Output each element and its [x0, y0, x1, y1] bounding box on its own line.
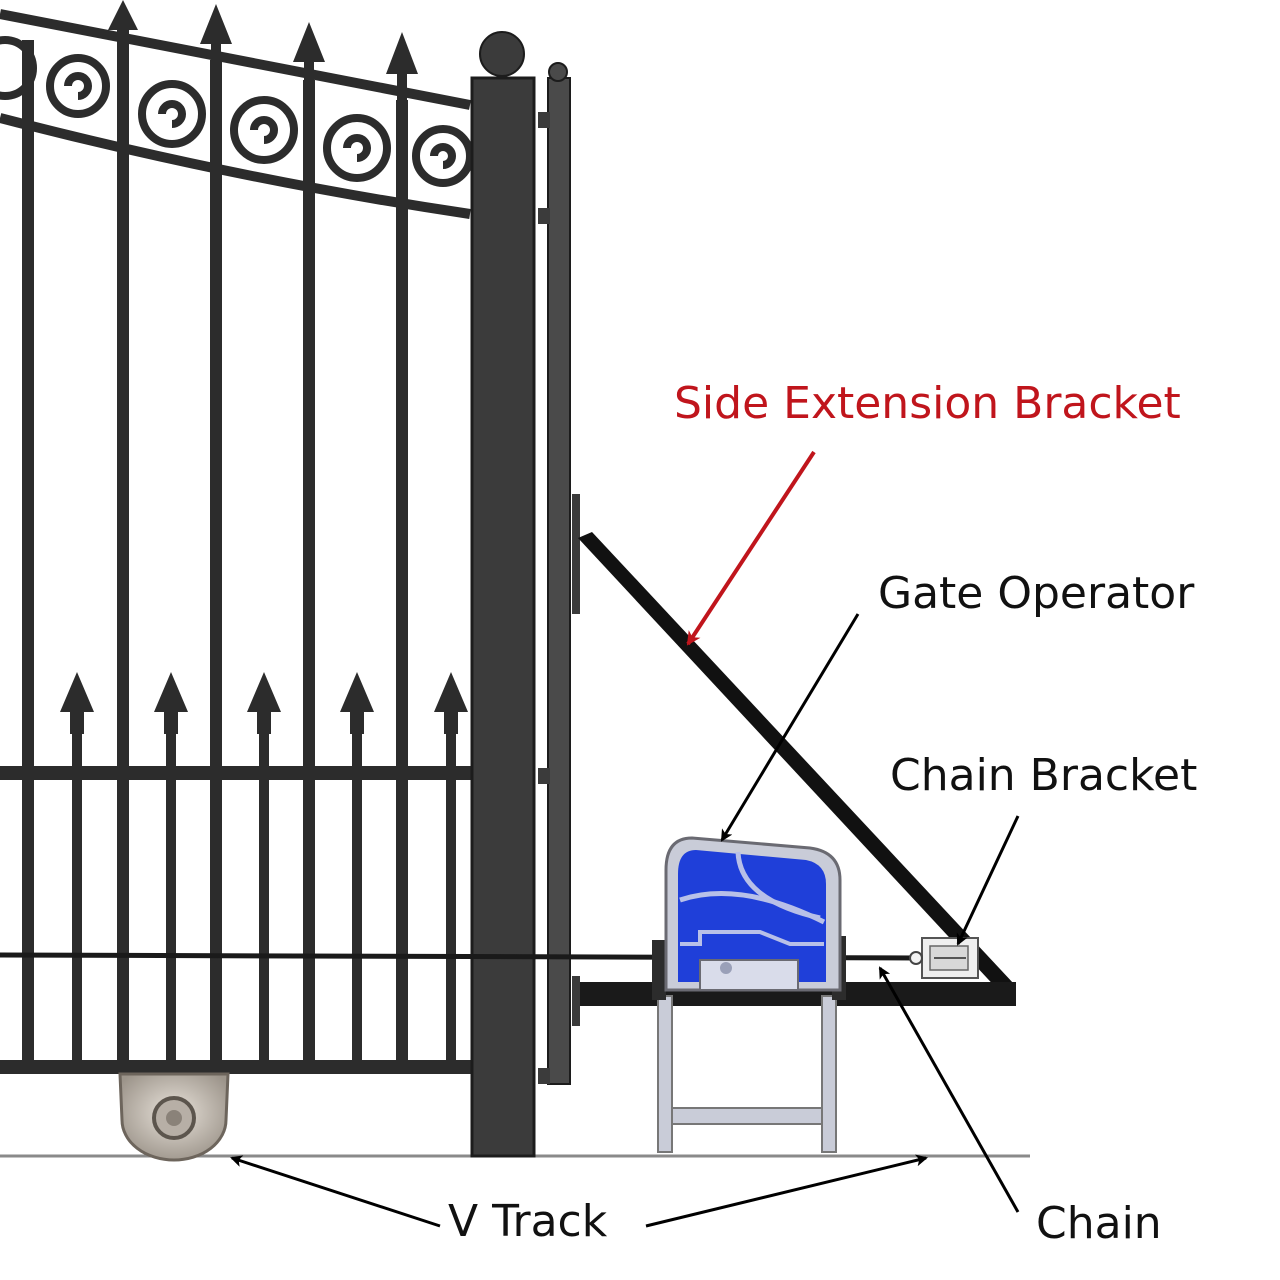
- chain-bracket-arrow: [956, 815, 1020, 946]
- chain-bracket-label: Chain Bracket: [890, 750, 1198, 801]
- v-track-label: V Track: [448, 1196, 608, 1247]
- short-pickets: [60, 672, 468, 1070]
- v-track-arrow-left: [230, 1155, 441, 1228]
- side-extension-bracket-label: Side Extension Bracket: [674, 378, 1181, 429]
- gate-operator-arrow: [720, 613, 860, 842]
- chain-label: Chain: [1036, 1198, 1162, 1249]
- tall-pickets: [22, 0, 418, 1070]
- side-post: [538, 62, 580, 1085]
- gate-operator: [652, 836, 846, 1153]
- gate-wheel: [118, 1072, 230, 1162]
- gate: [0, 0, 474, 1162]
- chain-bracket: [909, 937, 979, 979]
- scroll-ornaments: [0, 36, 474, 187]
- gate-post: [470, 31, 536, 1158]
- v-track-arrow-right: [645, 1154, 928, 1228]
- chain-arrow: [878, 966, 1020, 1213]
- side-extension-bracket-arrow: [686, 450, 816, 646]
- gate-operator-label: Gate Operator: [878, 568, 1195, 619]
